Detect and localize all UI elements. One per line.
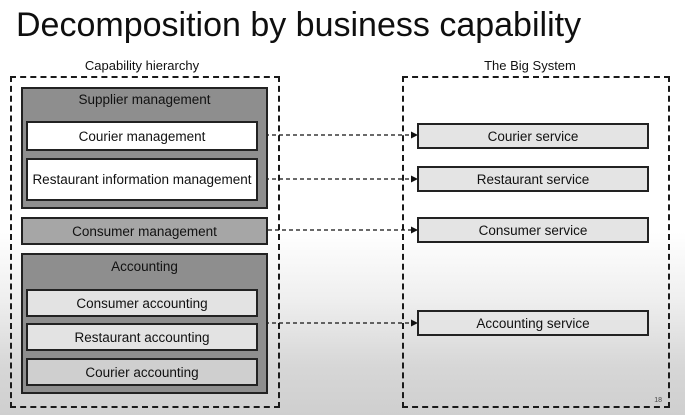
capability-hierarchy-label: Capability hierarchy: [84, 58, 200, 73]
consumer-management-group: Consumer management: [21, 217, 268, 245]
restaurant-accounting-box: Restaurant accounting: [26, 323, 258, 351]
courier-accounting-label: Courier accounting: [85, 364, 199, 380]
restaurant-service-label: Restaurant service: [476, 171, 590, 187]
restaurant-information-management-box: Restaurant information management: [26, 158, 258, 201]
supplier-management-title: Supplier management: [78, 92, 211, 107]
consumer-service-label: Consumer service: [478, 222, 588, 238]
accounting-title: Accounting: [111, 259, 178, 274]
slide-title: Decomposition by business capability: [16, 6, 582, 44]
accounting-service-label: Accounting service: [476, 315, 590, 331]
capability-hierarchy-frame: [10, 76, 280, 408]
courier-accounting-box: Courier accounting: [26, 358, 258, 386]
consumer-accounting-box: Consumer accounting: [26, 289, 258, 317]
restaurant-service-box: Restaurant service: [417, 166, 649, 192]
courier-management-box: Courier management: [26, 121, 258, 151]
consumer-management-title: Consumer management: [72, 223, 217, 239]
restaurant-accounting-label: Restaurant accounting: [74, 329, 210, 345]
courier-service-label: Courier service: [487, 128, 579, 144]
accounting-service-box: Accounting service: [417, 310, 649, 336]
courier-management-label: Courier management: [78, 128, 206, 144]
consumer-accounting-label: Consumer accounting: [76, 295, 208, 311]
page-number: 18: [654, 397, 662, 404]
courier-service-box: Courier service: [417, 123, 649, 149]
big-system-frame: [402, 76, 670, 408]
consumer-service-box: Consumer service: [417, 217, 649, 243]
restaurant-information-management-label: Restaurant information management: [32, 172, 252, 187]
big-system-label: The Big System: [484, 58, 576, 73]
